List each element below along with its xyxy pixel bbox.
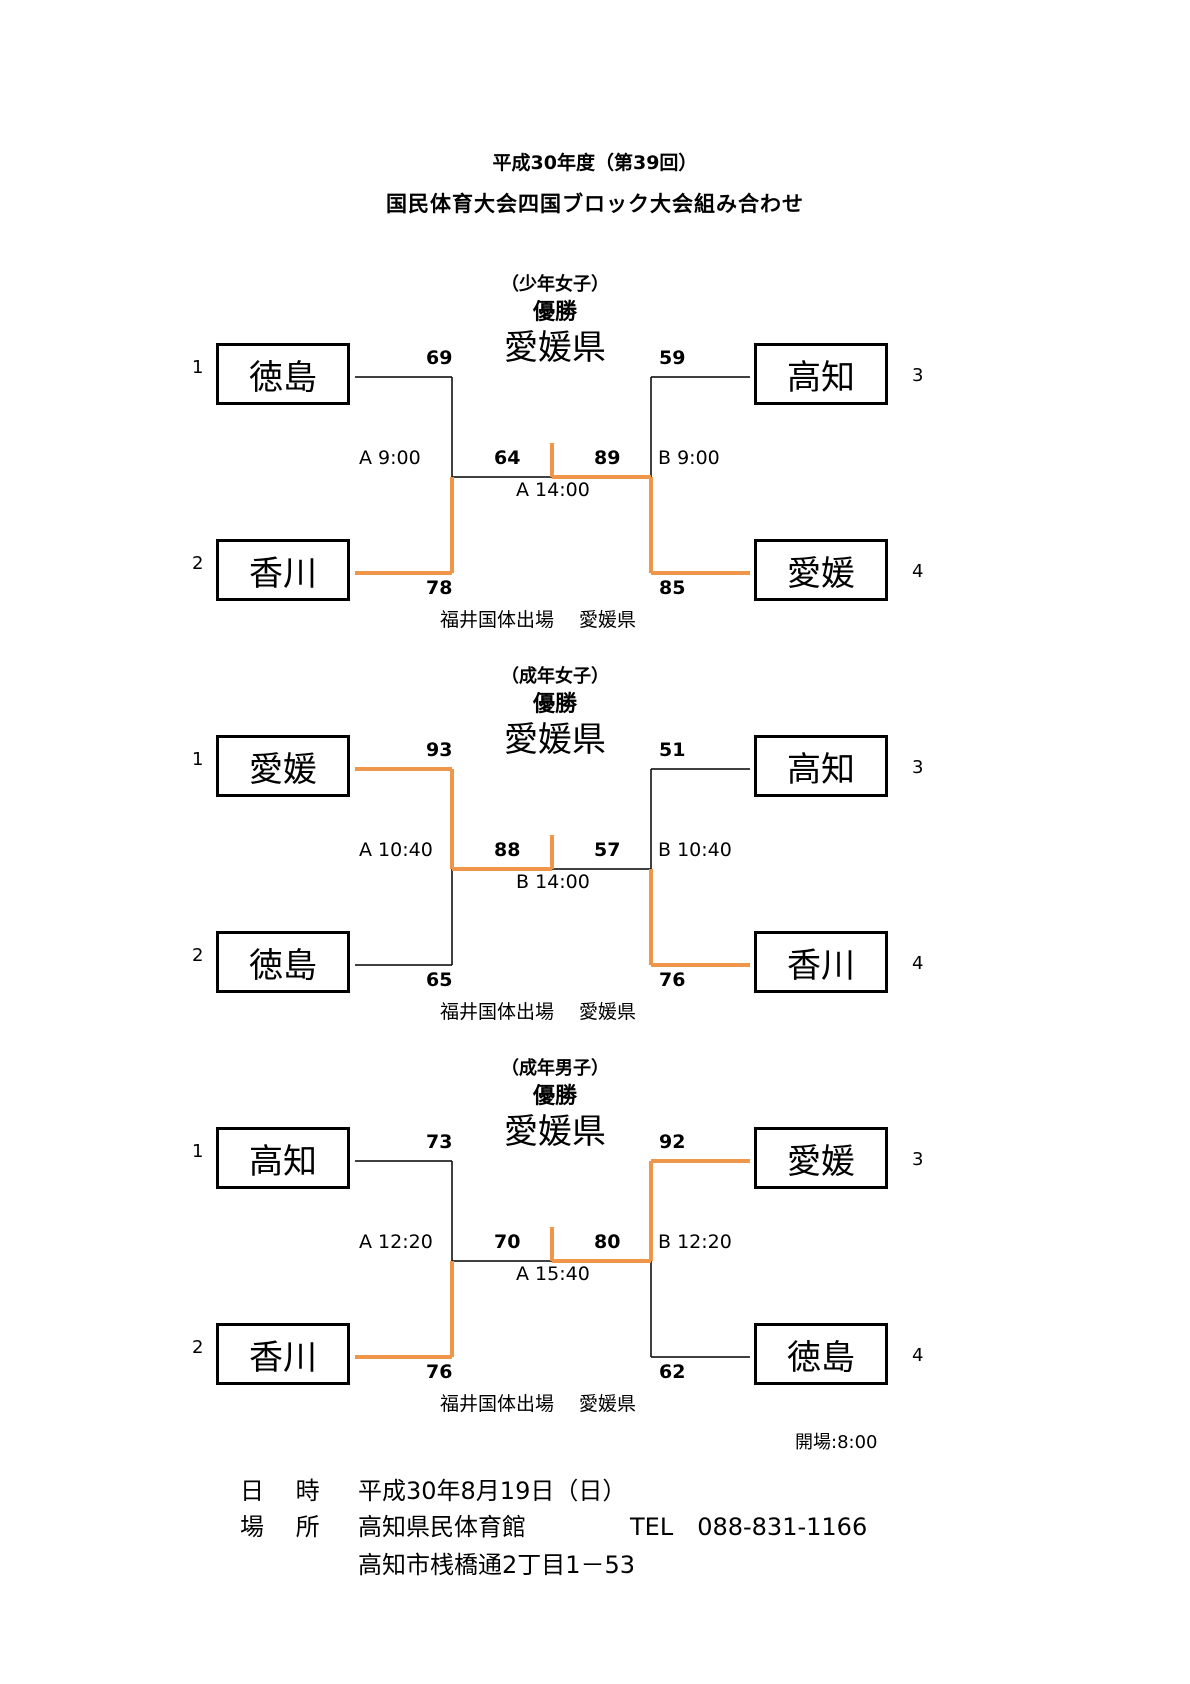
score-team1: 69 bbox=[426, 347, 453, 369]
team-box: 愛媛 bbox=[754, 539, 888, 601]
seed-number: 2 bbox=[192, 1337, 204, 1358]
team-box: 高知 bbox=[754, 735, 888, 797]
seed-number: 1 bbox=[192, 1141, 204, 1162]
qualified-note: 福井国体出場 愛媛県 bbox=[440, 609, 637, 631]
winner-label: 優勝 bbox=[532, 1084, 577, 1109]
score-final-right: 89 bbox=[594, 447, 621, 469]
score-team3: 92 bbox=[659, 1131, 686, 1153]
score-team1: 93 bbox=[426, 739, 453, 761]
team-box: 香川 bbox=[216, 539, 350, 601]
address: 高知市桟橋通2丁目1－53 bbox=[358, 1551, 636, 1579]
score-team1: 73 bbox=[426, 1131, 453, 1153]
score-team3: 59 bbox=[659, 347, 686, 369]
winner-name: 愛媛県 bbox=[504, 720, 606, 760]
team-box: 徳島 bbox=[216, 931, 350, 993]
winner-name: 愛媛県 bbox=[504, 1112, 606, 1152]
seed-number: 2 bbox=[192, 553, 204, 574]
team-box: 愛媛 bbox=[754, 1127, 888, 1189]
score-team2: 78 bbox=[426, 577, 453, 599]
score-final-right: 80 bbox=[594, 1231, 621, 1253]
bracket: （成年男子） 優勝愛媛県高知香川 愛媛徳島 1 2 3 4 73 76 92 62 70 80 A 12:… bbox=[0, 1058, 1190, 1424]
winner-label: 優勝 bbox=[532, 300, 577, 325]
seed-number: 1 bbox=[192, 357, 204, 378]
match-time-left: A 10:40 bbox=[359, 839, 433, 861]
team-name: 高知 bbox=[787, 749, 855, 790]
telephone: TEL 088-831-1166 bbox=[630, 1513, 868, 1541]
score-team4: 85 bbox=[659, 577, 686, 599]
match-time-final: A 15:40 bbox=[516, 1263, 590, 1285]
team-name: 愛媛 bbox=[249, 749, 317, 790]
score-team4: 76 bbox=[659, 969, 686, 991]
score-final-right: 57 bbox=[594, 839, 621, 861]
match-time-final: A 14:00 bbox=[516, 479, 590, 501]
team-name: 徳島 bbox=[249, 945, 317, 986]
place-value: 高知県民体育館 bbox=[358, 1513, 526, 1541]
team-name: 高知 bbox=[787, 357, 855, 398]
team-box: 徳島 bbox=[216, 343, 350, 405]
seed-number: 4 bbox=[912, 953, 924, 974]
date-value: 平成30年8月19日（日） bbox=[358, 1477, 627, 1505]
match-time-left: A 9:00 bbox=[359, 447, 421, 469]
team-box: 香川 bbox=[754, 931, 888, 993]
category-label: （成年女子） bbox=[501, 666, 609, 687]
qualified-note: 福井国体出場 愛媛県 bbox=[440, 1001, 637, 1023]
team-name: 高知 bbox=[249, 1141, 317, 1182]
team-name: 徳島 bbox=[249, 357, 317, 398]
category-label: （少年女子） bbox=[501, 274, 609, 295]
match-time-right: B 10:40 bbox=[658, 839, 732, 861]
score-final-left: 70 bbox=[494, 1231, 521, 1253]
team-name: 香川 bbox=[249, 553, 317, 594]
seed-number: 1 bbox=[192, 749, 204, 770]
team-box: 愛媛 bbox=[216, 735, 350, 797]
match-time-right: B 9:00 bbox=[658, 447, 720, 469]
seed-number: 4 bbox=[912, 1345, 924, 1366]
document-title: 国民体育大会四国ブロック大会組み合わせ bbox=[386, 192, 804, 216]
score-team2: 65 bbox=[426, 969, 453, 991]
score-team3: 51 bbox=[659, 739, 686, 761]
score-team4: 62 bbox=[659, 1361, 686, 1383]
seed-number: 3 bbox=[912, 1149, 924, 1170]
bracket: （成年女子） 優勝愛媛県愛媛徳島 高知香川 1 2 3 4 93 65 51 76 88 57 A 10:… bbox=[0, 666, 1190, 1032]
score-final-left: 88 bbox=[494, 839, 521, 861]
winner-label: 優勝 bbox=[532, 692, 577, 717]
team-box: 香川 bbox=[216, 1323, 350, 1385]
match-time-final: B 14:00 bbox=[516, 871, 590, 893]
bracket-lines bbox=[355, 767, 750, 967]
team-name: 香川 bbox=[787, 945, 855, 986]
opening-time: 開場:8:00 bbox=[795, 1432, 878, 1453]
match-time-right: B 12:20 bbox=[658, 1231, 732, 1253]
team-name: 香川 bbox=[249, 1337, 317, 1378]
seed-number: 3 bbox=[912, 757, 924, 778]
match-time-left: A 12:20 bbox=[359, 1231, 433, 1253]
score-team2: 76 bbox=[426, 1361, 453, 1383]
team-name: 愛媛 bbox=[787, 553, 855, 594]
score-final-left: 64 bbox=[494, 447, 521, 469]
place-label: 場 所 bbox=[240, 1513, 320, 1541]
bracket: （少年女子） 優勝愛媛県徳島香川 高知愛媛 1 2 3 4 69 78 59 85 64 89 A 9:0… bbox=[0, 274, 1190, 640]
qualified-note: 福井国体出場 愛媛県 bbox=[440, 1393, 637, 1415]
team-box: 徳島 bbox=[754, 1323, 888, 1385]
seed-number: 4 bbox=[912, 561, 924, 582]
seed-number: 3 bbox=[912, 365, 924, 386]
bracket-lines bbox=[355, 1159, 750, 1359]
team-box: 高知 bbox=[754, 343, 888, 405]
bracket-lines bbox=[355, 376, 750, 575]
team-name: 徳島 bbox=[787, 1337, 855, 1378]
date-label: 日 時 bbox=[240, 1477, 320, 1505]
team-name: 愛媛 bbox=[787, 1141, 855, 1182]
team-box: 高知 bbox=[216, 1127, 350, 1189]
winner-name: 愛媛県 bbox=[504, 328, 606, 368]
category-label: （成年男子） bbox=[501, 1058, 609, 1079]
document-subtitle: 平成30年度（第39回） bbox=[492, 152, 698, 174]
seed-number: 2 bbox=[192, 945, 204, 966]
